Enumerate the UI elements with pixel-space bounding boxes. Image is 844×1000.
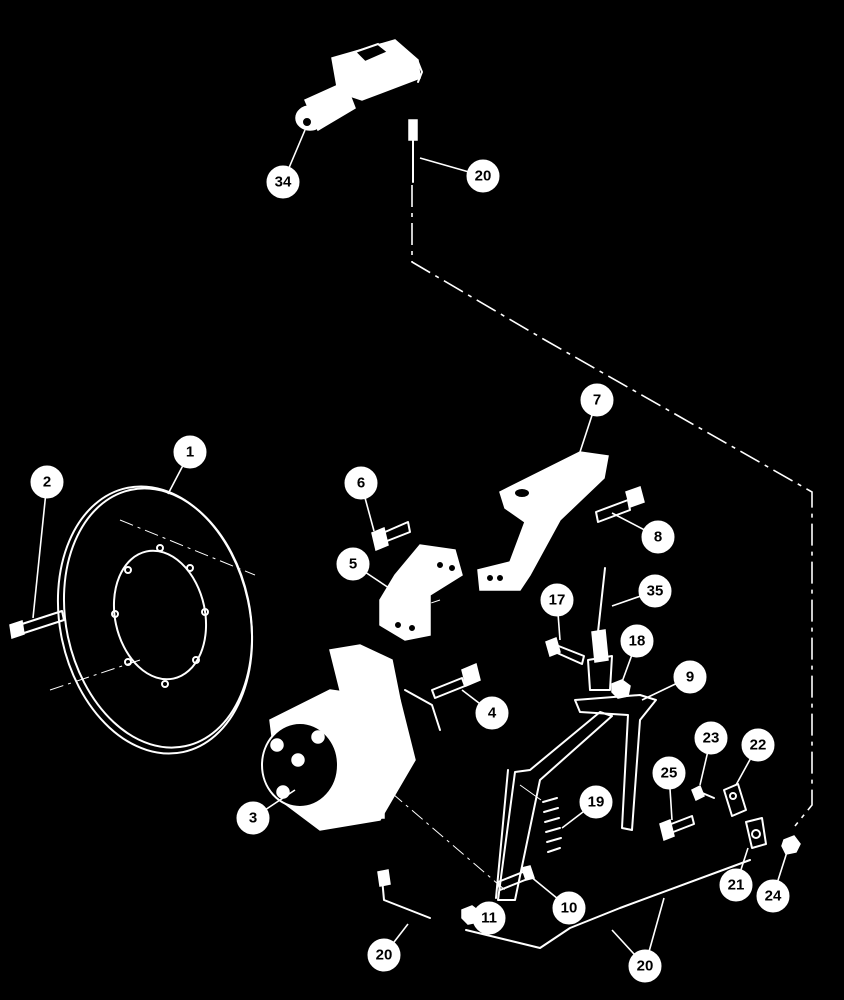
callout-label: 35	[647, 583, 664, 600]
pedal-bracket	[477, 451, 609, 591]
callout-label: 18	[629, 633, 646, 650]
callout-label: 25	[661, 765, 678, 782]
brake-caliper	[261, 644, 441, 831]
callout-label: 9	[686, 669, 694, 686]
callout-label: 34	[275, 174, 292, 191]
callout-label: 21	[728, 877, 745, 894]
pedal-bolt	[595, 486, 645, 523]
callout-label: 2	[43, 474, 51, 491]
clevis-bolt	[545, 636, 585, 665]
callout-label: 6	[357, 475, 365, 492]
callout-label: 1	[186, 444, 194, 461]
callout-label: 23	[703, 730, 720, 747]
mounting-bracket	[379, 544, 463, 641]
clevis-rod	[587, 567, 613, 691]
brake-lines	[377, 859, 751, 949]
pedal-arm	[495, 694, 657, 901]
leader-lines	[32, 129, 788, 967]
master-cylinder	[295, 39, 423, 183]
callout-label: 20	[637, 958, 654, 975]
callout-label: 8	[654, 529, 662, 546]
callout-label: 22	[750, 737, 767, 754]
caliper-bolt	[431, 662, 481, 699]
callout-label: 5	[349, 556, 357, 573]
callout-label: 11	[481, 910, 497, 927]
bracket-bolt	[371, 521, 411, 552]
arm-bolt	[497, 865, 535, 891]
callout-label: 3	[249, 810, 257, 827]
callout-label: 7	[593, 392, 601, 409]
switch-hardware	[659, 783, 801, 855]
callout-label: 19	[588, 794, 605, 811]
callout-label: 20	[475, 168, 492, 185]
disc-bolt	[9, 610, 65, 639]
brake-disc	[56, 485, 254, 755]
callout-label: 24	[765, 888, 782, 905]
callout-label: 20	[376, 947, 393, 964]
callouts: 34 20 7 1 2 6 8 5 35 17 18 9 4 23 22 25 …	[30, 159, 790, 983]
callout-label: 10	[561, 900, 578, 917]
phantom-lines	[49, 185, 813, 891]
callout-label: 4	[488, 705, 497, 722]
return-spring	[519, 784, 562, 853]
callout-label: 17	[549, 592, 566, 609]
